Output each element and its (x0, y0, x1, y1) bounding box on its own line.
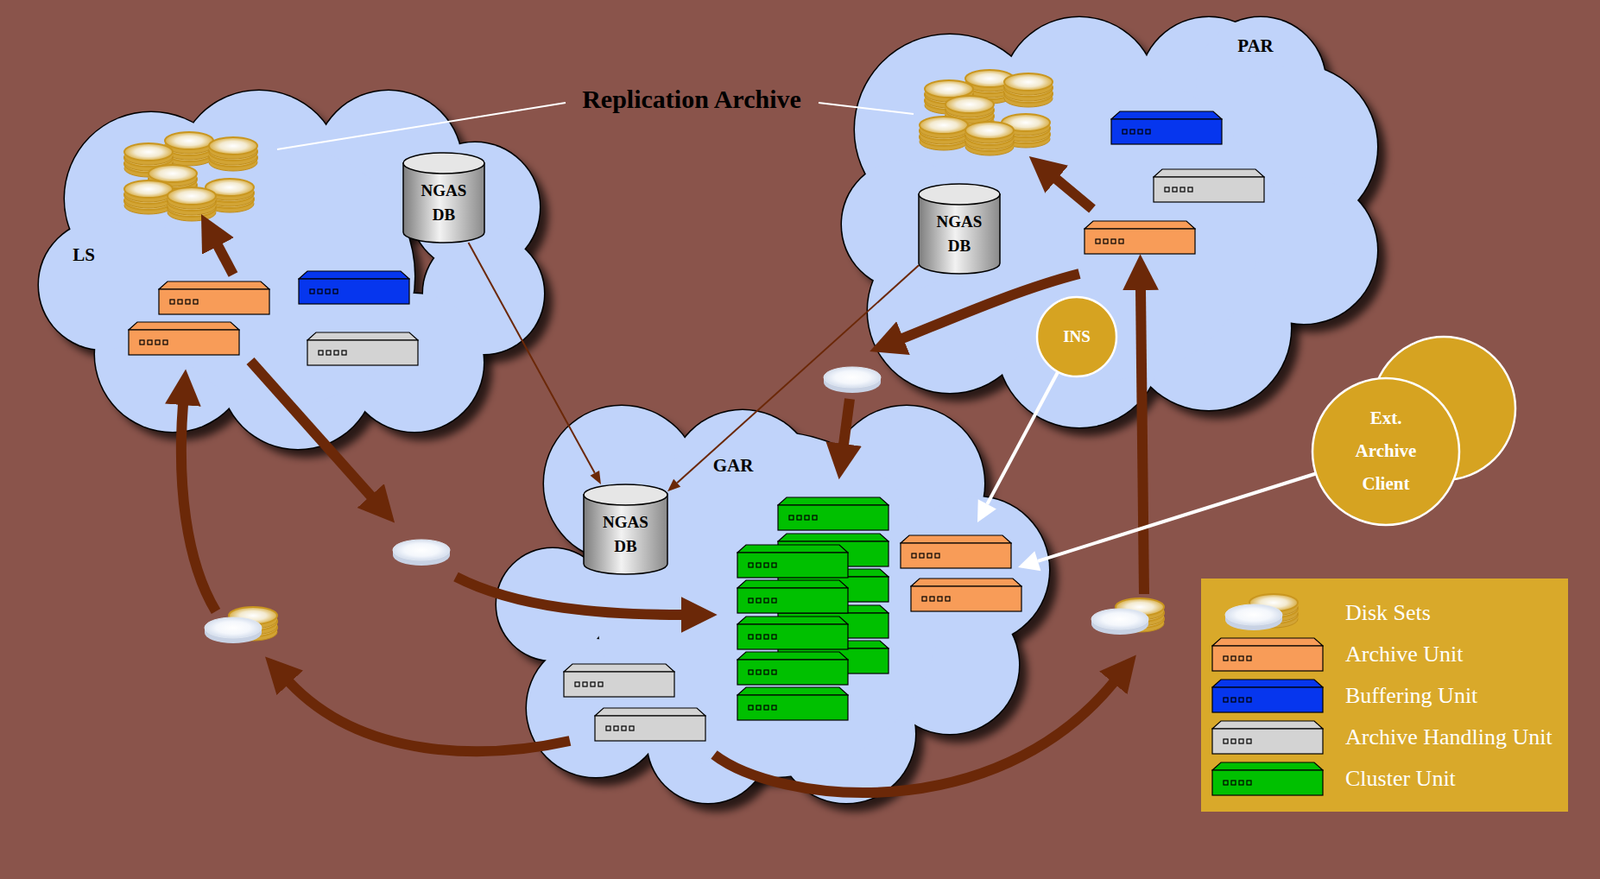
node-label: NGAS DB (591, 510, 661, 558)
label-holder: Replication Archive (581, 84, 802, 114)
cloud-region: LS NGAS DB (40, 91, 536, 450)
label-holder: NGAS DB (924, 209, 994, 258)
legend-text: Buffering Unit (1345, 683, 1478, 709)
legend-text: Disk Sets (1345, 600, 1431, 627)
cluster-unit (737, 687, 848, 721)
legend-row: Buffering Unit (1211, 675, 1553, 717)
db-cylinder: NGAS DB (583, 484, 668, 575)
db-cylinder: NGAS DB (403, 152, 485, 243)
node-label: INS (1042, 327, 1112, 348)
legend-sample (1211, 594, 1324, 632)
disk-stack (124, 180, 173, 215)
label-holder: GAR (713, 455, 754, 477)
buffering-unit (298, 271, 410, 304)
node-label: PAR (1237, 35, 1274, 57)
label-holder: PAR (1237, 35, 1274, 57)
ins-circle: INS (1037, 297, 1117, 376)
legend-swatch (1211, 677, 1324, 715)
node-label: Ext. Archive Client (1342, 402, 1430, 500)
legend-row: Cluster Unit (1211, 758, 1553, 800)
cloud-shape (40, 91, 536, 450)
legend-row: Disk Sets (1211, 592, 1553, 634)
disk-stack (1004, 73, 1053, 108)
cluster-unit (737, 544, 848, 578)
flow-arrow (1140, 289, 1145, 595)
disk-stack (919, 116, 968, 151)
legend-swatch (1211, 760, 1324, 797)
node-label: NGAS DB (924, 209, 994, 258)
archive-handling-unit (307, 332, 418, 366)
archive-handling-unit (594, 708, 706, 741)
white-disk (823, 366, 881, 393)
swatch-unit (1212, 720, 1323, 754)
label-holder: NGAS DB (591, 510, 661, 558)
swatch-unit (1212, 679, 1323, 713)
cluster-unit (777, 497, 889, 531)
archive-unit (900, 535, 1012, 569)
db-cylinder: NGAS DB (918, 183, 1000, 274)
legend-text: Cluster Unit (1345, 765, 1456, 792)
legend-row: Archive Handling Unit (1211, 716, 1553, 759)
archive-handling-unit (1153, 169, 1265, 203)
label-holder: Ext. Archive Client (1342, 402, 1430, 500)
label-holder: NGAS DB (409, 178, 479, 227)
label-holder: INS (1042, 327, 1112, 348)
label-holder: LS (72, 244, 95, 266)
swatch-unit (1212, 762, 1323, 796)
legend-text: Archive Unit (1345, 641, 1463, 668)
cloud-region: PAR NGAS DB INS (841, 17, 1383, 429)
client-circle: Ext. Archive Client (1312, 378, 1460, 525)
cluster-unit (737, 651, 848, 685)
legend-swatch (1211, 719, 1324, 756)
swatch-unit (1212, 638, 1323, 671)
cluster-unit (737, 580, 848, 614)
cloud-shape (841, 17, 1383, 429)
buffering-unit (1111, 111, 1222, 145)
legend-panel: Disk SetsArchive UnitBuffering UnitArchi… (1201, 578, 1569, 812)
archive-unit (158, 281, 270, 315)
legend-text: Archive Handling Unit (1345, 724, 1553, 751)
node-label: LS (72, 244, 95, 266)
archive-unit (1084, 221, 1196, 254)
cluster-unit (737, 616, 848, 650)
node-label: NGAS DB (409, 178, 479, 227)
cloud-region: GAR NGAS DB (496, 403, 1045, 804)
archive-unit (128, 322, 240, 355)
disk-set (204, 607, 278, 644)
disk-stack (965, 121, 1014, 156)
flow-arrow (843, 398, 850, 445)
connector (1018, 474, 1316, 572)
disk-set (1091, 598, 1164, 635)
archive-handling-unit (563, 664, 675, 697)
cloud-shape (496, 403, 1045, 804)
legend-row: Archive Unit (1211, 633, 1553, 676)
disk-stack (208, 137, 258, 171)
disk-stack (167, 187, 216, 222)
archive-unit (910, 578, 1022, 612)
disk-set (1225, 594, 1298, 631)
white-disk (392, 539, 450, 566)
node-label: GAR (713, 455, 754, 477)
callout-label: Replication Archive (581, 84, 802, 114)
legend-swatch (1211, 636, 1324, 673)
connector-line (1037, 474, 1316, 562)
